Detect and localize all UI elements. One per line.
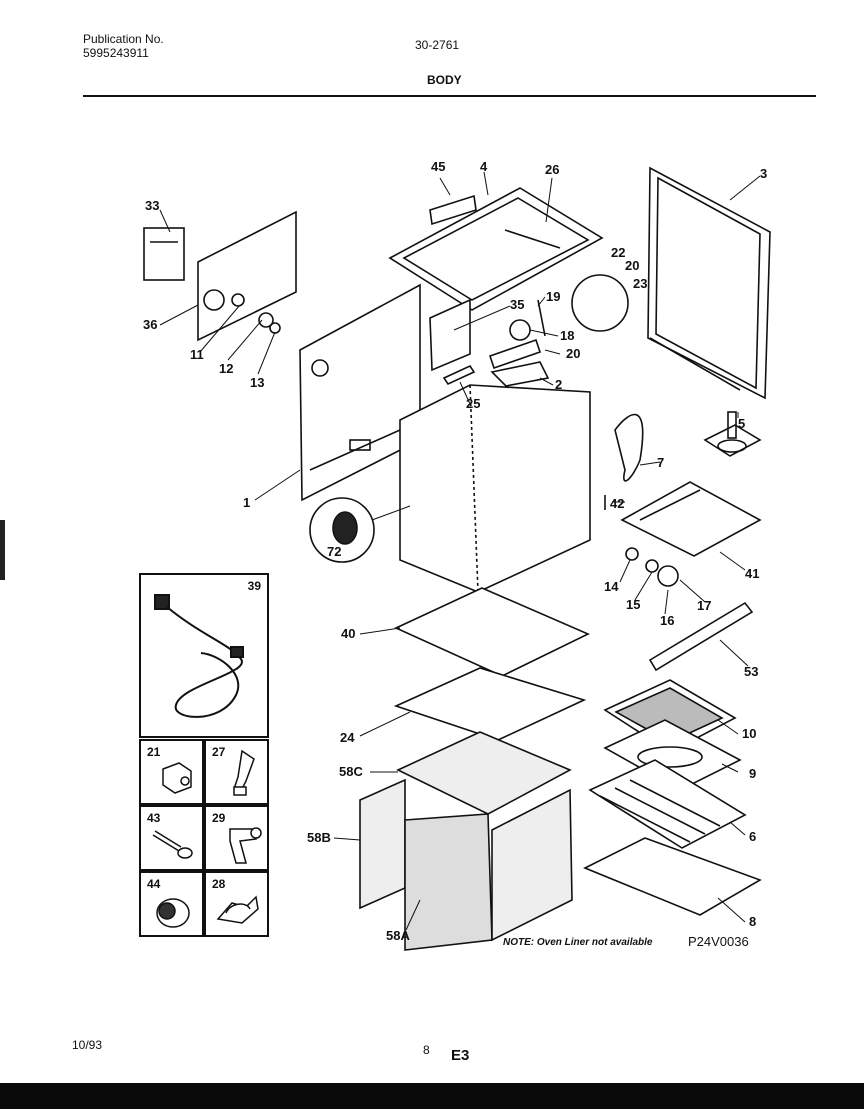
burner-box-part [620,481,762,557]
callout-7: 7 [657,455,665,470]
inset-box-44: 44 [139,871,204,937]
callout-25: 24 [340,730,355,745]
callout-2: 2 [555,377,563,392]
callout-22: 20 [625,258,640,273]
control-parts [429,274,629,387]
footer-page-code: E3 [451,1047,470,1064]
rear-bracket-part [143,210,297,342]
callout-19: 19 [546,289,561,304]
rail-part [648,601,754,672]
bracket-icon [233,749,255,796]
callout-3: 3 [760,166,768,181]
rack-part-6 [588,759,747,849]
callout-8: 8 [749,914,757,929]
clamp-icon [216,895,259,924]
leveling-leg-part [703,411,762,457]
callout-35: 25 [466,396,481,411]
publication-number: 5995243911 [83,46,149,60]
callout-24: 23 [633,276,648,291]
callout-18: 18 [560,328,575,343]
back-panel-part [647,166,771,400]
screw-icon [152,830,193,859]
callout-13: 13 [250,375,265,390]
header-rule [83,95,816,97]
callout-36: 35 [510,297,525,312]
hinge-icon [229,827,262,864]
footer-date: 10/93 [72,1038,103,1052]
callout-38: 36 [143,317,158,332]
broiler-pan-part [603,679,737,753]
callout-40: 41 [745,566,760,581]
scan-bottom-band [0,1083,864,1109]
callout-10: 10 [742,726,757,741]
inset-label-21: 21 [147,745,161,759]
callout-41: 42 [610,496,625,511]
oven-cavity-part [399,384,591,608]
inset-label-39: 39 [247,579,261,593]
power-cord-icon [154,594,244,718]
element-part-7 [614,413,644,482]
section-title: BODY [427,73,462,87]
inset-box-28: 28 [204,871,269,937]
oven-liner-note: NOTE: Oven Liner not available [503,937,653,948]
callout-58B: 58B [307,830,331,845]
bottom-panel-25 [393,667,587,741]
callout-45: 45 [431,159,446,174]
inset-label-28: 28 [212,877,226,891]
callout-20: 20 [566,346,581,361]
bottom-panel-42 [394,587,590,677]
clip-icon [162,762,192,794]
callout-26: 26 [545,162,560,177]
callout-15: 15 [626,597,641,612]
callout-1: 1 [243,495,251,510]
callout-6: 6 [749,829,757,844]
inset-box-21: 21 [139,739,204,805]
callout-33: 33 [145,198,160,213]
callout-9: 9 [749,766,757,781]
inset-label-29: 29 [212,811,226,825]
callout-72: 72 [327,544,342,559]
callout-14: 14 [604,579,619,594]
model-number: 30-2761 [415,38,460,52]
inset-label-43: 43 [147,811,161,825]
scan-edge-mark [0,520,5,580]
knob-icon [156,898,190,928]
inset-box-27: 27 [204,739,269,805]
inset-box-29: 29 [204,805,269,871]
callout-4: 4 [480,159,488,174]
callout-58A: 58A [386,928,410,943]
callout-17: 17 [697,598,712,613]
inset-box-43: 43 [139,805,204,871]
leader-lines [159,171,761,931]
drawing-id: P24V0036 [688,934,749,949]
callout-11: 11 [190,347,204,362]
top-panel-part [388,187,604,311]
tray-part-8 [583,837,762,916]
callout-12: 12 [219,361,234,376]
callout-5: 5 [738,416,746,431]
inset-label-44: 44 [147,877,161,891]
callout-16: 16 [660,613,675,628]
callout-53: 53 [744,664,759,679]
callout-58C: 58C [339,764,363,779]
inset-label-27: 27 [212,745,226,759]
inset-box-39: 39 [139,573,269,738]
knob-part-72 [309,497,375,563]
footer-page-number: 8 [423,1043,430,1057]
publication-label: Publication No. [83,32,164,46]
insulation-part [359,731,573,951]
callout-23: 22 [611,245,626,260]
callout-42: 40 [341,626,356,641]
